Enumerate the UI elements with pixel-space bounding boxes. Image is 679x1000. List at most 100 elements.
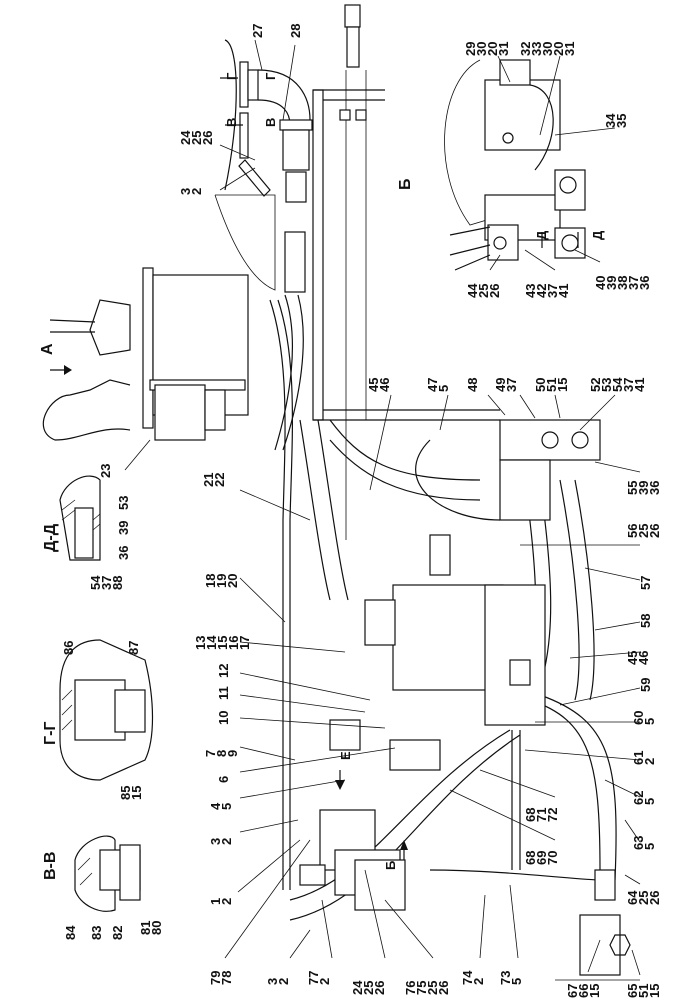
callout-number: 15 [555,378,570,392]
callout-number: 11 [216,686,231,700]
callout-number: 70 [545,851,560,865]
callout-23: 23 [98,464,113,478]
lower-valve-block [299,719,640,981]
callout-number: 72 [545,808,560,822]
callout-50-51-15: 505115 [533,378,570,392]
callout-45-46-right: 4546 [625,651,651,665]
callout-number: 26 [647,524,662,538]
callout-47-5: 475 [425,378,451,392]
callout-number: 52 [588,378,603,392]
callout-sec-g-86: 86 [61,641,76,655]
callout-number: 44 [465,283,480,298]
callout-number: 81 [138,921,153,935]
callout-sec-d-54-37-88: 543788 [88,575,125,590]
callout-number: 9 [225,750,240,757]
section-title-texts: Д-Д Г-Г В-В [42,523,59,880]
callout-number: 36 [647,481,662,495]
callout-number: 47 [425,378,440,392]
callout-number: 36 [637,276,652,290]
callout-number: 27 [250,24,265,38]
callout-number: 2 [219,838,234,845]
callout-number: 28 [288,24,303,38]
callout-number: 15 [647,984,662,998]
view-e-label: Е [338,751,353,760]
callout-number: 58 [638,614,653,628]
callout-61-2: 612 [631,751,657,765]
callout-number: 37 [626,276,641,290]
callout-sec-v-83: 83 [89,926,104,940]
callout-number: 20 [225,574,240,588]
callout-number: 2 [219,898,234,905]
callout-43-42-37-41: 43423741 [523,284,571,298]
section-g-g [59,639,154,781]
callout-21-22: 2122 [201,473,227,487]
callout-number: 15 [129,786,144,800]
callout-number: 77 [306,971,321,985]
view-a-label: А [39,343,56,355]
callout-24-25-26-bottom: 242526 [350,980,387,995]
callout-number: 87 [126,641,141,655]
callout-10: 10 [216,711,231,725]
callout-number: 2 [317,978,332,985]
callout-number: 17 [237,636,252,650]
callout-number: 4 [208,802,223,810]
callout-number: 46 [377,378,392,392]
wall-break-upper [214,194,276,291]
callout-59: 59 [638,678,653,692]
section-d-marker-1: Д [534,230,549,240]
callout-57: 57 [638,576,653,590]
callout-49-37: 4937 [493,378,519,392]
callout-sec-d-39: 39 [116,521,131,535]
callout-number: 24 [178,130,193,145]
callout-number: 38 [615,276,630,290]
callout-number: 2 [276,978,291,985]
callout-number: 35 [614,114,629,128]
callout-60-5: 605 [631,711,657,725]
callout-number: 73 [498,971,513,985]
callout-number: 41 [556,284,571,298]
callout-number: 25 [189,131,204,145]
callout-number: 25 [636,891,651,905]
callout-number: 80 [149,921,164,935]
callout-6: 6 [216,776,231,783]
callout-63-5: 635 [631,836,657,850]
callout-number: 10 [216,711,231,725]
callout-number: 34 [603,113,618,128]
callout-sec-d-53: 53 [116,496,131,510]
callout-number: 68 [523,808,538,822]
callout-number: 2 [642,758,657,765]
callout-number: 19 [214,574,229,588]
callout-number: 20 [485,42,500,56]
callout-number: 26 [372,981,387,995]
callout-number: 3 [265,978,280,985]
callout-number: 79 [208,971,223,985]
callout-number: 16 [226,636,241,650]
callout-number: 41 [632,378,647,392]
callout-76-75-25-26: 76752526 [403,981,451,995]
hoses [269,294,617,921]
callout-number: 15 [587,984,602,998]
callout-58: 58 [638,614,653,628]
callout-number: 15 [215,636,230,650]
callout-67-66-15: 676615 [565,984,602,998]
callout-number: 66 [576,984,591,998]
callout-40-39-38-37-36: 4039383736 [593,276,652,290]
callout-number: 5 [642,718,657,725]
callout-number: 54 [610,377,625,392]
callout-number: 37 [545,284,560,298]
callout-7-8-9: 789 [203,750,240,757]
callout-number: 22 [212,473,227,487]
callout-number: 84 [63,925,78,940]
callout-64-25-26: 642526 [625,890,662,905]
callout-number: 39 [116,521,131,535]
callout-number: 71 [534,808,549,822]
view-label-texts: А Б Б Е Г Г В В Д Д [39,72,605,870]
callout-62-5: 625 [631,791,657,805]
callout-number: 1 [208,898,223,905]
callout-number: 85 [118,786,133,800]
callout-number: 3 [178,188,193,195]
callout-77-2: 772 [306,971,332,985]
callout-32-33-30-20-31: 3233302031 [518,42,577,56]
callout-number: 37 [99,576,114,590]
callout-68-71-72: 687172 [523,808,560,822]
